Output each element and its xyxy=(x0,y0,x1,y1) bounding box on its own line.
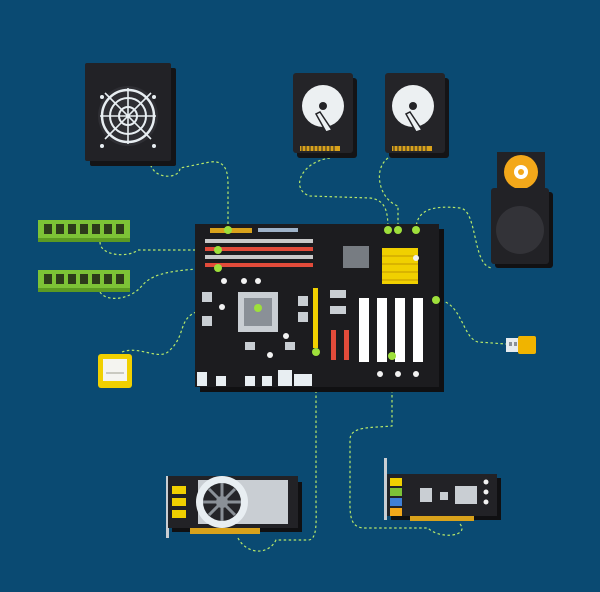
sound-card xyxy=(384,458,501,521)
motherboard xyxy=(195,224,444,392)
wire-usb xyxy=(435,299,507,345)
cpu-chip xyxy=(98,354,132,388)
hard-drive-2 xyxy=(385,73,449,158)
ram-stick-2 xyxy=(38,270,130,292)
ram-stick-1 xyxy=(38,220,130,242)
wire-gpu xyxy=(237,352,317,552)
wire-fan xyxy=(149,159,229,230)
wire-optical xyxy=(415,206,493,269)
wire-cpu xyxy=(121,307,259,355)
cpu-cooler-fan xyxy=(85,63,176,166)
graphics-card xyxy=(166,476,302,538)
wire-sound xyxy=(349,352,463,536)
hard-drive-1 xyxy=(293,73,357,158)
wire-hdd2 xyxy=(378,157,399,230)
wire-ram2 xyxy=(99,267,219,299)
usb-flash-drive xyxy=(506,336,536,354)
connection-wires xyxy=(99,157,507,552)
optical-drive xyxy=(491,152,553,268)
wire-hdd1 xyxy=(299,157,389,231)
